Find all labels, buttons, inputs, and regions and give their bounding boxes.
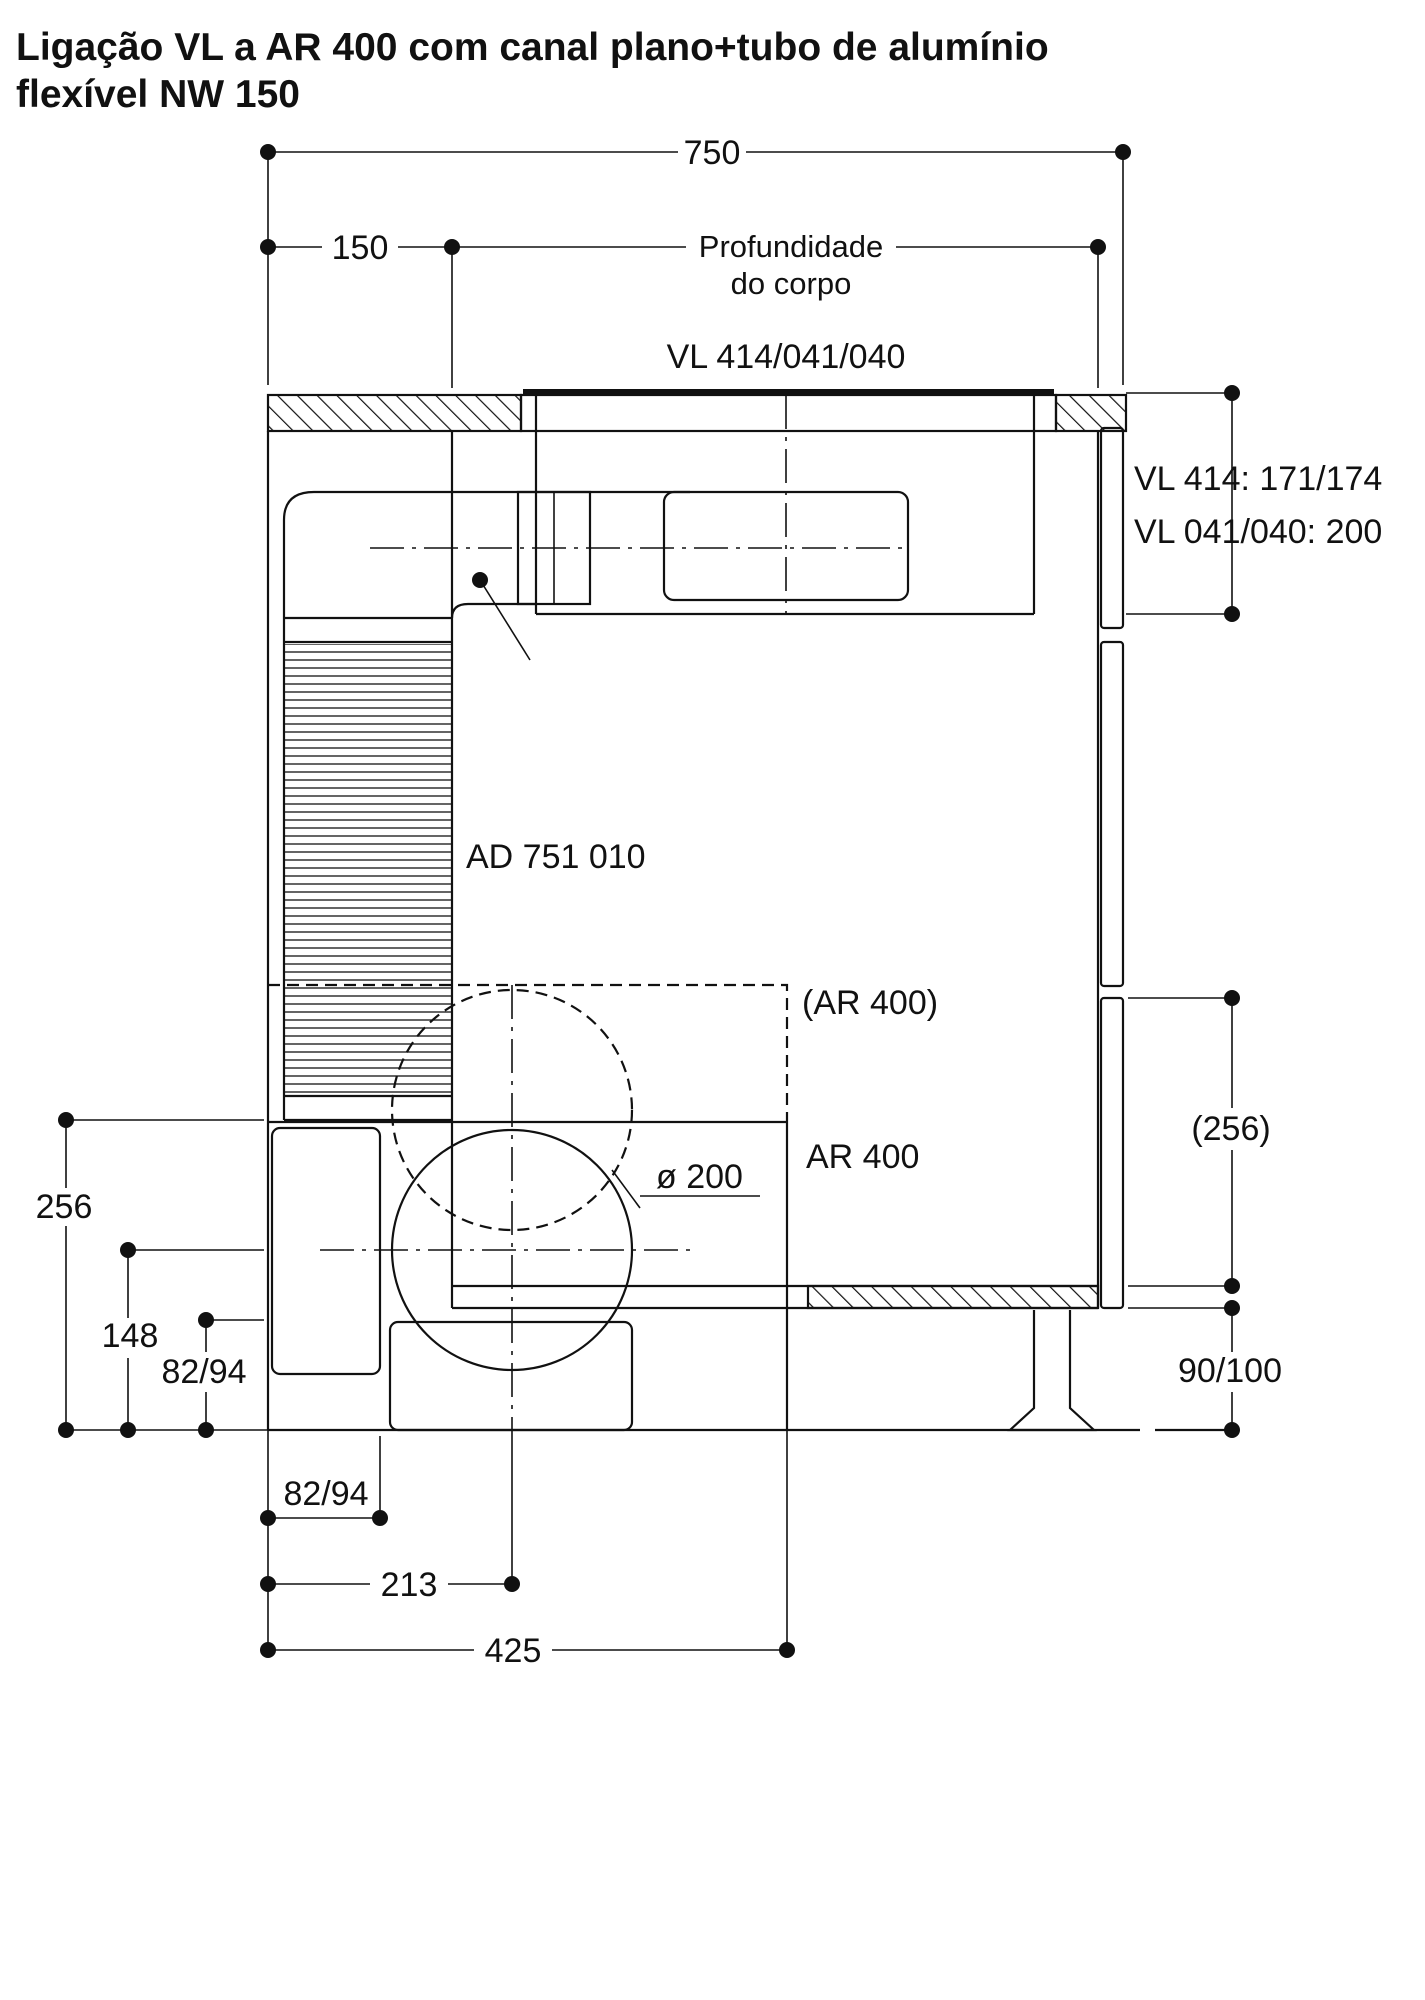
ar400-side-box	[270, 1126, 382, 1376]
dim-bottom-total-text: 425	[485, 1632, 542, 1670]
dim-right-lower: (256) 90/100	[1128, 990, 1282, 1438]
door-top	[1099, 426, 1125, 630]
flat-duct-inner	[450, 602, 536, 619]
device-label: VL 414/041/040	[667, 338, 906, 376]
floor	[268, 1310, 1238, 1432]
door-bottom	[1099, 996, 1125, 1310]
drawing-title-line-2: flexível NW 150	[16, 73, 300, 116]
vl414-height-text: VL 414: 171/174	[1134, 460, 1382, 498]
cabinet-doors	[1099, 426, 1125, 1310]
vl-device	[534, 395, 1036, 616]
dim-offset-and-depth: 150 Profundidade do corpo	[260, 229, 1106, 388]
plinth-foot	[1007, 1310, 1097, 1432]
ar400-label: AR 400	[806, 1138, 919, 1176]
dim-offset-left-text: 150	[332, 229, 389, 267]
cabinet-base-hatch	[806, 1284, 1100, 1310]
ar400-bottom-box	[388, 1320, 634, 1432]
dim-vl-height: VL 414: 171/174 VL 041/040: 200	[1126, 385, 1382, 622]
diameter-label: ø 200	[656, 1158, 743, 1196]
cabinet	[266, 431, 1100, 1430]
dim-left-low-text: 82/94	[161, 1353, 246, 1391]
dim-bottom-center-text: 213	[381, 1566, 438, 1604]
dim-bottom-small-text: 82/94	[283, 1475, 368, 1513]
dim-right-lower-text: (256)	[1191, 1110, 1270, 1148]
cooktop-cutout	[519, 393, 1058, 433]
dim-left-mid-text: 148	[102, 1317, 159, 1355]
dim-bottom: 82/94 213 425	[260, 1430, 795, 1670]
diameter-leader	[611, 1169, 641, 1209]
duct-label: AD 751 010	[466, 838, 646, 876]
ar400-dashed-circle	[390, 988, 634, 1232]
depth-label-line-1: Profundidade	[699, 229, 883, 264]
ar400-dashed-position	[268, 983, 789, 1430]
dim-left-total-text: 256	[36, 1188, 93, 1226]
drawing-title-line-1: Ligação VL a AR 400 com canal plano+tubo…	[16, 26, 1049, 69]
depth-label-line-2: do corpo	[731, 266, 852, 301]
flat-duct	[282, 490, 910, 661]
flexible-tube	[282, 616, 452, 1122]
ar400-dashed-label: (AR 400)	[802, 984, 938, 1022]
dim-left: 256 148 82/94	[36, 1112, 268, 1438]
countertop	[266, 389, 1128, 433]
door-middle	[1099, 640, 1125, 988]
flexible-tube-ribs	[285, 644, 451, 1096]
drawing-title: Ligação VL a AR 400 com canal plano+tubo…	[16, 24, 1049, 118]
vl041-height-text: VL 041/040: 200	[1134, 513, 1382, 551]
ar400-unit	[268, 1120, 789, 1432]
flat-duct-outer	[282, 490, 690, 618]
dim-overall-width: 750	[260, 134, 1131, 385]
dim-plinth-text: 90/100	[1178, 1352, 1282, 1390]
countertop-hatch-right	[1054, 393, 1128, 433]
countertop-hatch-left	[266, 393, 523, 433]
dim-overall-width-text: 750	[684, 134, 741, 172]
